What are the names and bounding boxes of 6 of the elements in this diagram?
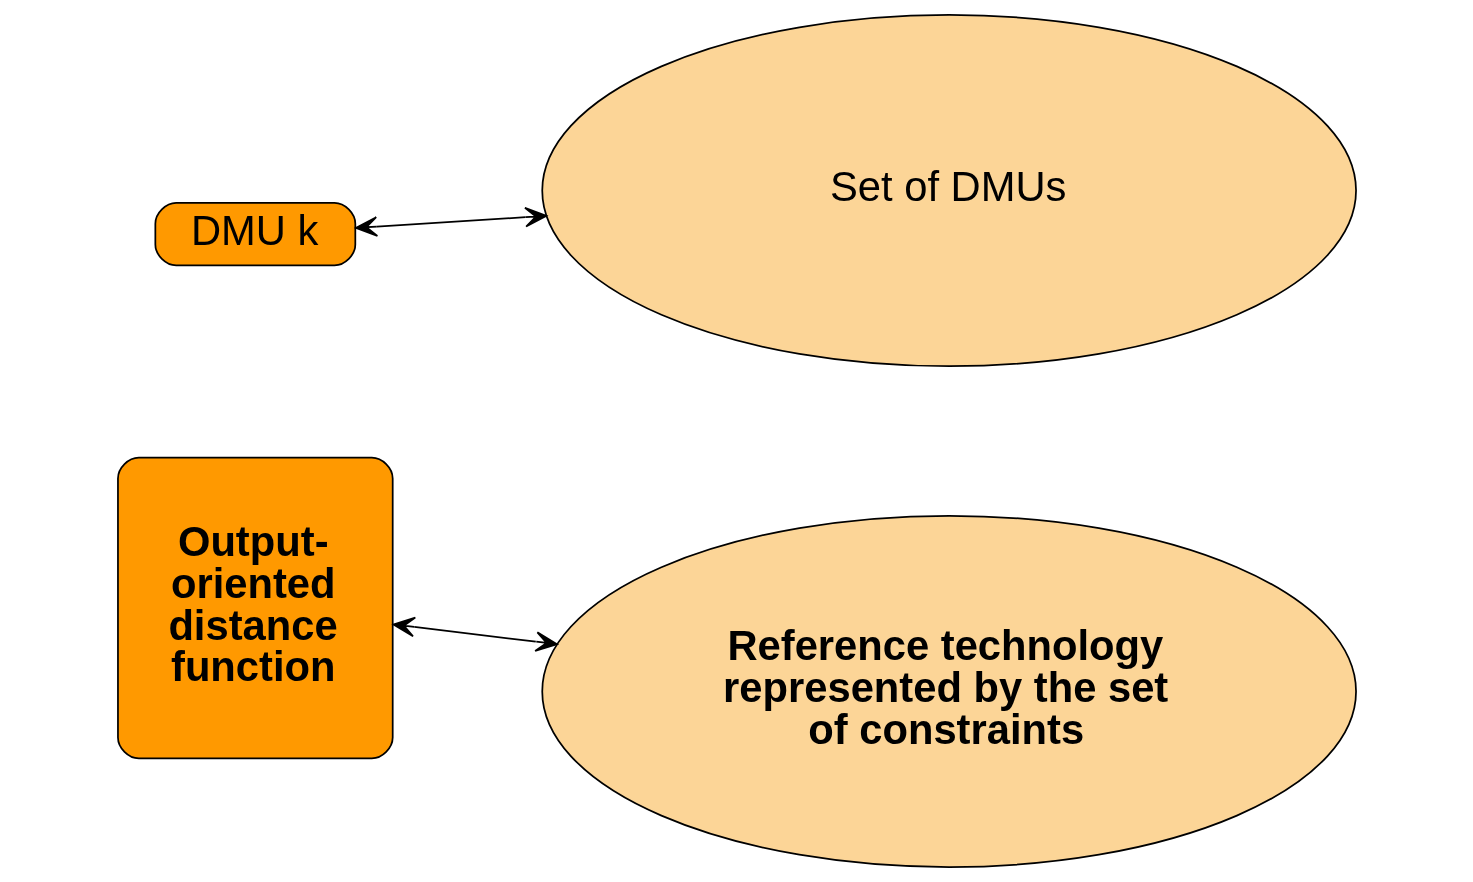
node-ellipse: Set of DMUs bbox=[540, 14, 1357, 368]
node-box: Output-oriented distance function bbox=[116, 456, 394, 760]
node-ellipse: Reference technology represented by the set of constraints bbox=[540, 514, 1357, 868]
arrow bbox=[354, 206, 547, 237]
node-box: DMU k bbox=[153, 201, 356, 267]
arrow bbox=[392, 616, 558, 652]
